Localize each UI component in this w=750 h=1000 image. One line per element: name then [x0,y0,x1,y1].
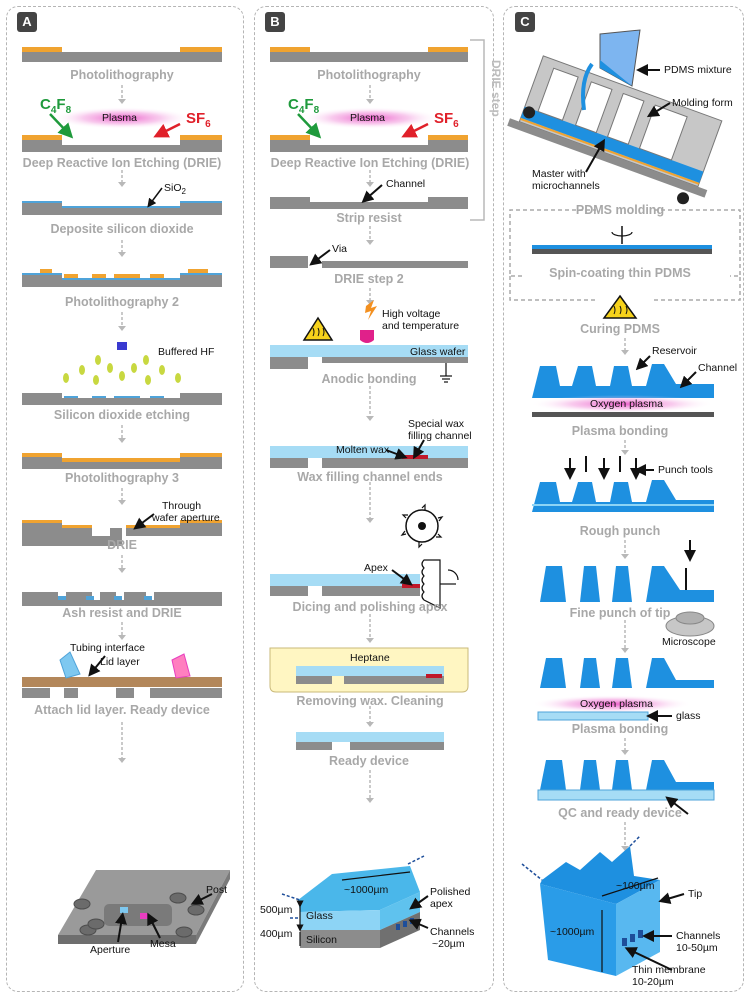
glass-label-c: glass [676,710,701,722]
rotation-icon [447,569,459,581]
panel-c-drawings [507,29,741,976]
step-a-5: Silicon dioxide etching [53,408,191,422]
step-a-1: Photolithography [70,68,174,82]
apex-label: Apex [364,562,388,574]
panel-b [254,6,494,992]
step-c-5: Rough punch [579,524,661,538]
mesa-label: Mesa [150,938,176,950]
channel-label-c: Channel [698,362,738,374]
panel-b-badge: B [265,12,285,32]
molten-wax-label: Molten wax [336,444,390,456]
dim-100-label: ~100µm [616,880,655,892]
glass-wafer-label: Glass wafer [410,346,466,358]
panel-a-drawings [22,47,230,944]
step-a-2: Deep Reactive Ion Etching (DRIE) [22,156,222,170]
tip-label: Tip [688,888,703,900]
panel-a-badge: A [17,12,37,32]
hv-label-1: High voltage [382,308,441,320]
tubing-label: Tubing interface [70,642,145,654]
step-b-2: Deep Reactive Ion Etching (DRIE) [270,156,470,170]
membrane-label-2: 10-20µm [632,976,674,988]
c4f8-label-a: C4F8 [40,96,72,116]
step-a-7: DRIE [107,538,137,552]
polished-label-1: Polished [430,886,471,898]
step-b-3: Strip resist [336,211,402,225]
step-b-8: Removing wax. Cleaning [296,694,444,708]
step-b-1: Photolithography [317,68,421,82]
panel-c-badge: C [515,12,535,32]
via-label: Via [332,243,347,255]
step-c-4: Plasma bonding [571,424,669,438]
step-c-6: Fine punch of tip [569,606,671,620]
plasma-label-a: Plasma [102,112,138,124]
dim-1000-label-b: ~1000µm [344,884,389,896]
arrow-heads [118,99,629,851]
step-a-4: Photolithography 2 [65,295,179,309]
step-a-6: Photolithography 3 [65,471,179,485]
pdms-mixture-label: PDMS mixture [664,64,732,76]
plasma-label-b: Plasma [350,112,386,124]
step-c-1: PDMS molding [575,203,665,217]
special-wax-label-1: Special wax [408,418,465,430]
step-c-8: QC and ready device [558,806,682,820]
glass-label-b: Glass [306,910,333,922]
step-c-2: Spin-coating thin PDMS [549,266,691,280]
channels-label-b-1: Channels [430,926,475,938]
channel-label-b: Channel [386,178,426,190]
panel-b-drawings [269,39,485,948]
dim-400-label: 400µm [260,928,293,940]
post-label: Post [206,884,228,896]
oxygen-plasma-label-2: Oxygen plasma [580,698,653,710]
polished-label-2: apex [430,898,453,910]
channels-label-b-2: ~20µm [432,938,465,950]
c4f8-label-b: C4F8 [288,96,320,116]
dim-500-label: 500µm [260,904,293,916]
sf6-label-a: SF6 [186,110,211,130]
master-label-2: microchannels [532,180,600,192]
sf6-label-b: SF6 [434,110,459,130]
step-c-3: Curing PDMS [580,322,660,336]
sio2-label: SiO2 [164,182,186,197]
step-b-4: DRIE step 2 [334,272,404,286]
step-a-9: Attach lid layer. Ready device [34,703,210,717]
aperture-label: Aperture [90,944,131,956]
channels-label-c-2: 10-50µm [676,942,718,954]
panel-a [6,6,244,992]
step-a-8: Ash resist and DRIE [62,606,182,620]
step-b-6: Wax filling channel ends [297,470,443,484]
step-b-5: Anodic bonding [321,372,417,386]
saw-blade-icon [400,503,444,549]
through-label-2: wafer aperture [152,512,220,524]
microscope-label: Microscope [662,636,716,648]
step-b-7: Dicing and polishing apex [292,600,448,614]
step-c-7: Plasma bonding [571,722,669,736]
panel-c [503,6,744,992]
master-label-1: Master with [532,168,586,180]
heptane-label: Heptane [350,652,390,664]
dim-1000-label-c: ~1000µm [550,926,595,938]
warning-heat-icon [302,316,334,341]
buffered-hf-label: Buffered HF [158,346,215,358]
molding-form-label: Molding form [672,97,733,109]
through-label-1: Through [162,500,202,512]
drie-step-bracket-label: DRIE step [489,60,503,117]
lid-label: Lid layer [100,656,140,668]
silicon-label: Silicon [306,934,337,946]
punch-tools-label: Punch tools [658,464,713,476]
channels-label-c-1: Channels [676,930,721,942]
membrane-label-1: Thin membrane [632,964,706,976]
step-a-3: Deposite silicon dioxide [50,222,194,236]
arrow-down-icon [121,85,626,848]
special-wax-label-2: filling channel [408,430,472,442]
hv-label-2: and temperature [382,320,460,332]
reservoir-label: Reservoir [652,345,697,357]
oxygen-plasma-label-1: Oxygen plasma [590,398,663,410]
step-b-9: Ready device [329,754,409,768]
